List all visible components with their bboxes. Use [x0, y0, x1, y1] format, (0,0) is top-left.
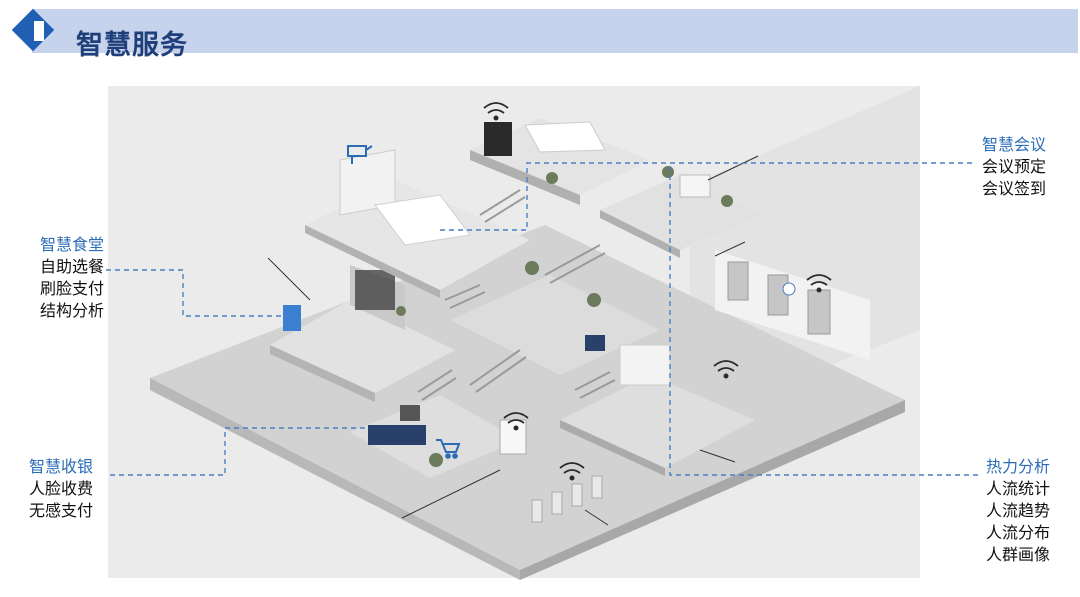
callout-heatmap-item: 人流分布 — [985, 523, 1050, 542]
title-diamond-cut — [34, 21, 44, 41]
callout-heatmap-item: 人流统计 — [985, 479, 1050, 498]
leader-canteen — [267, 257, 311, 301]
callout-connectors — [106, 162, 978, 476]
wifi-icon — [483, 102, 832, 481]
callout-meeting-item: 会议预定 — [981, 157, 1046, 176]
callout-canteen-item: 结构分析 — [39, 301, 104, 320]
callout-meeting-item: 会议签到 — [981, 179, 1046, 198]
callout-heatmap-heading: 热力分析 — [985, 457, 1050, 476]
connector-cashier — [110, 427, 368, 476]
top-room — [470, 118, 650, 195]
callout-canteen-heading: 智慧食堂 — [39, 235, 104, 254]
callout-heatmap: 热力分析 人流统计 人流趋势 人流分布 人群画像 — [976, 456, 1060, 566]
title-bar: 智慧服务 — [11, 8, 1078, 61]
callout-canteen: 智慧食堂 自助选餐 刷脸支付 结构分析 — [20, 234, 104, 322]
elevator-wall — [715, 250, 870, 360]
callout-cashier-item: 人脸收费 — [28, 479, 93, 498]
lounge — [450, 275, 660, 375]
stairs — [417, 189, 616, 401]
office-area — [560, 375, 755, 468]
canteen-kiosk — [283, 305, 301, 331]
elevator-node — [782, 282, 796, 296]
connector-meeting — [440, 162, 972, 231]
page-title: 智慧服务 — [76, 30, 188, 61]
info-screen — [499, 419, 527, 455]
callout-cashier-item: 无感支付 — [28, 501, 93, 520]
callout-cashier-heading: 智慧收银 — [28, 457, 93, 476]
cashier-counter — [368, 425, 426, 445]
callout-heatmap-item: 人流趋势 — [985, 501, 1050, 520]
cashier-room — [350, 395, 520, 478]
leader-meeting — [707, 155, 759, 181]
canteen-room — [270, 300, 455, 393]
callout-meeting-heading: 智慧会议 — [981, 135, 1046, 154]
turnstiles — [531, 475, 603, 523]
cart-icon — [436, 439, 461, 459]
plants — [396, 166, 733, 467]
callout-cashier: 智慧收银 人脸收费 无感支付 — [16, 456, 106, 522]
callout-canteen-item: 刷脸支付 — [39, 279, 104, 298]
connector-heatmap — [669, 165, 978, 476]
connector-canteen — [106, 269, 288, 317]
callout-meeting: 智慧会议 会议预定 会议签到 — [972, 134, 1056, 200]
camera-icon — [347, 145, 373, 164]
callout-canteen-item: 自助选餐 — [39, 257, 104, 276]
callout-heatmap-item: 人群画像 — [985, 545, 1050, 564]
leader-cashier — [401, 469, 501, 519]
meeting-room-right — [600, 175, 760, 250]
